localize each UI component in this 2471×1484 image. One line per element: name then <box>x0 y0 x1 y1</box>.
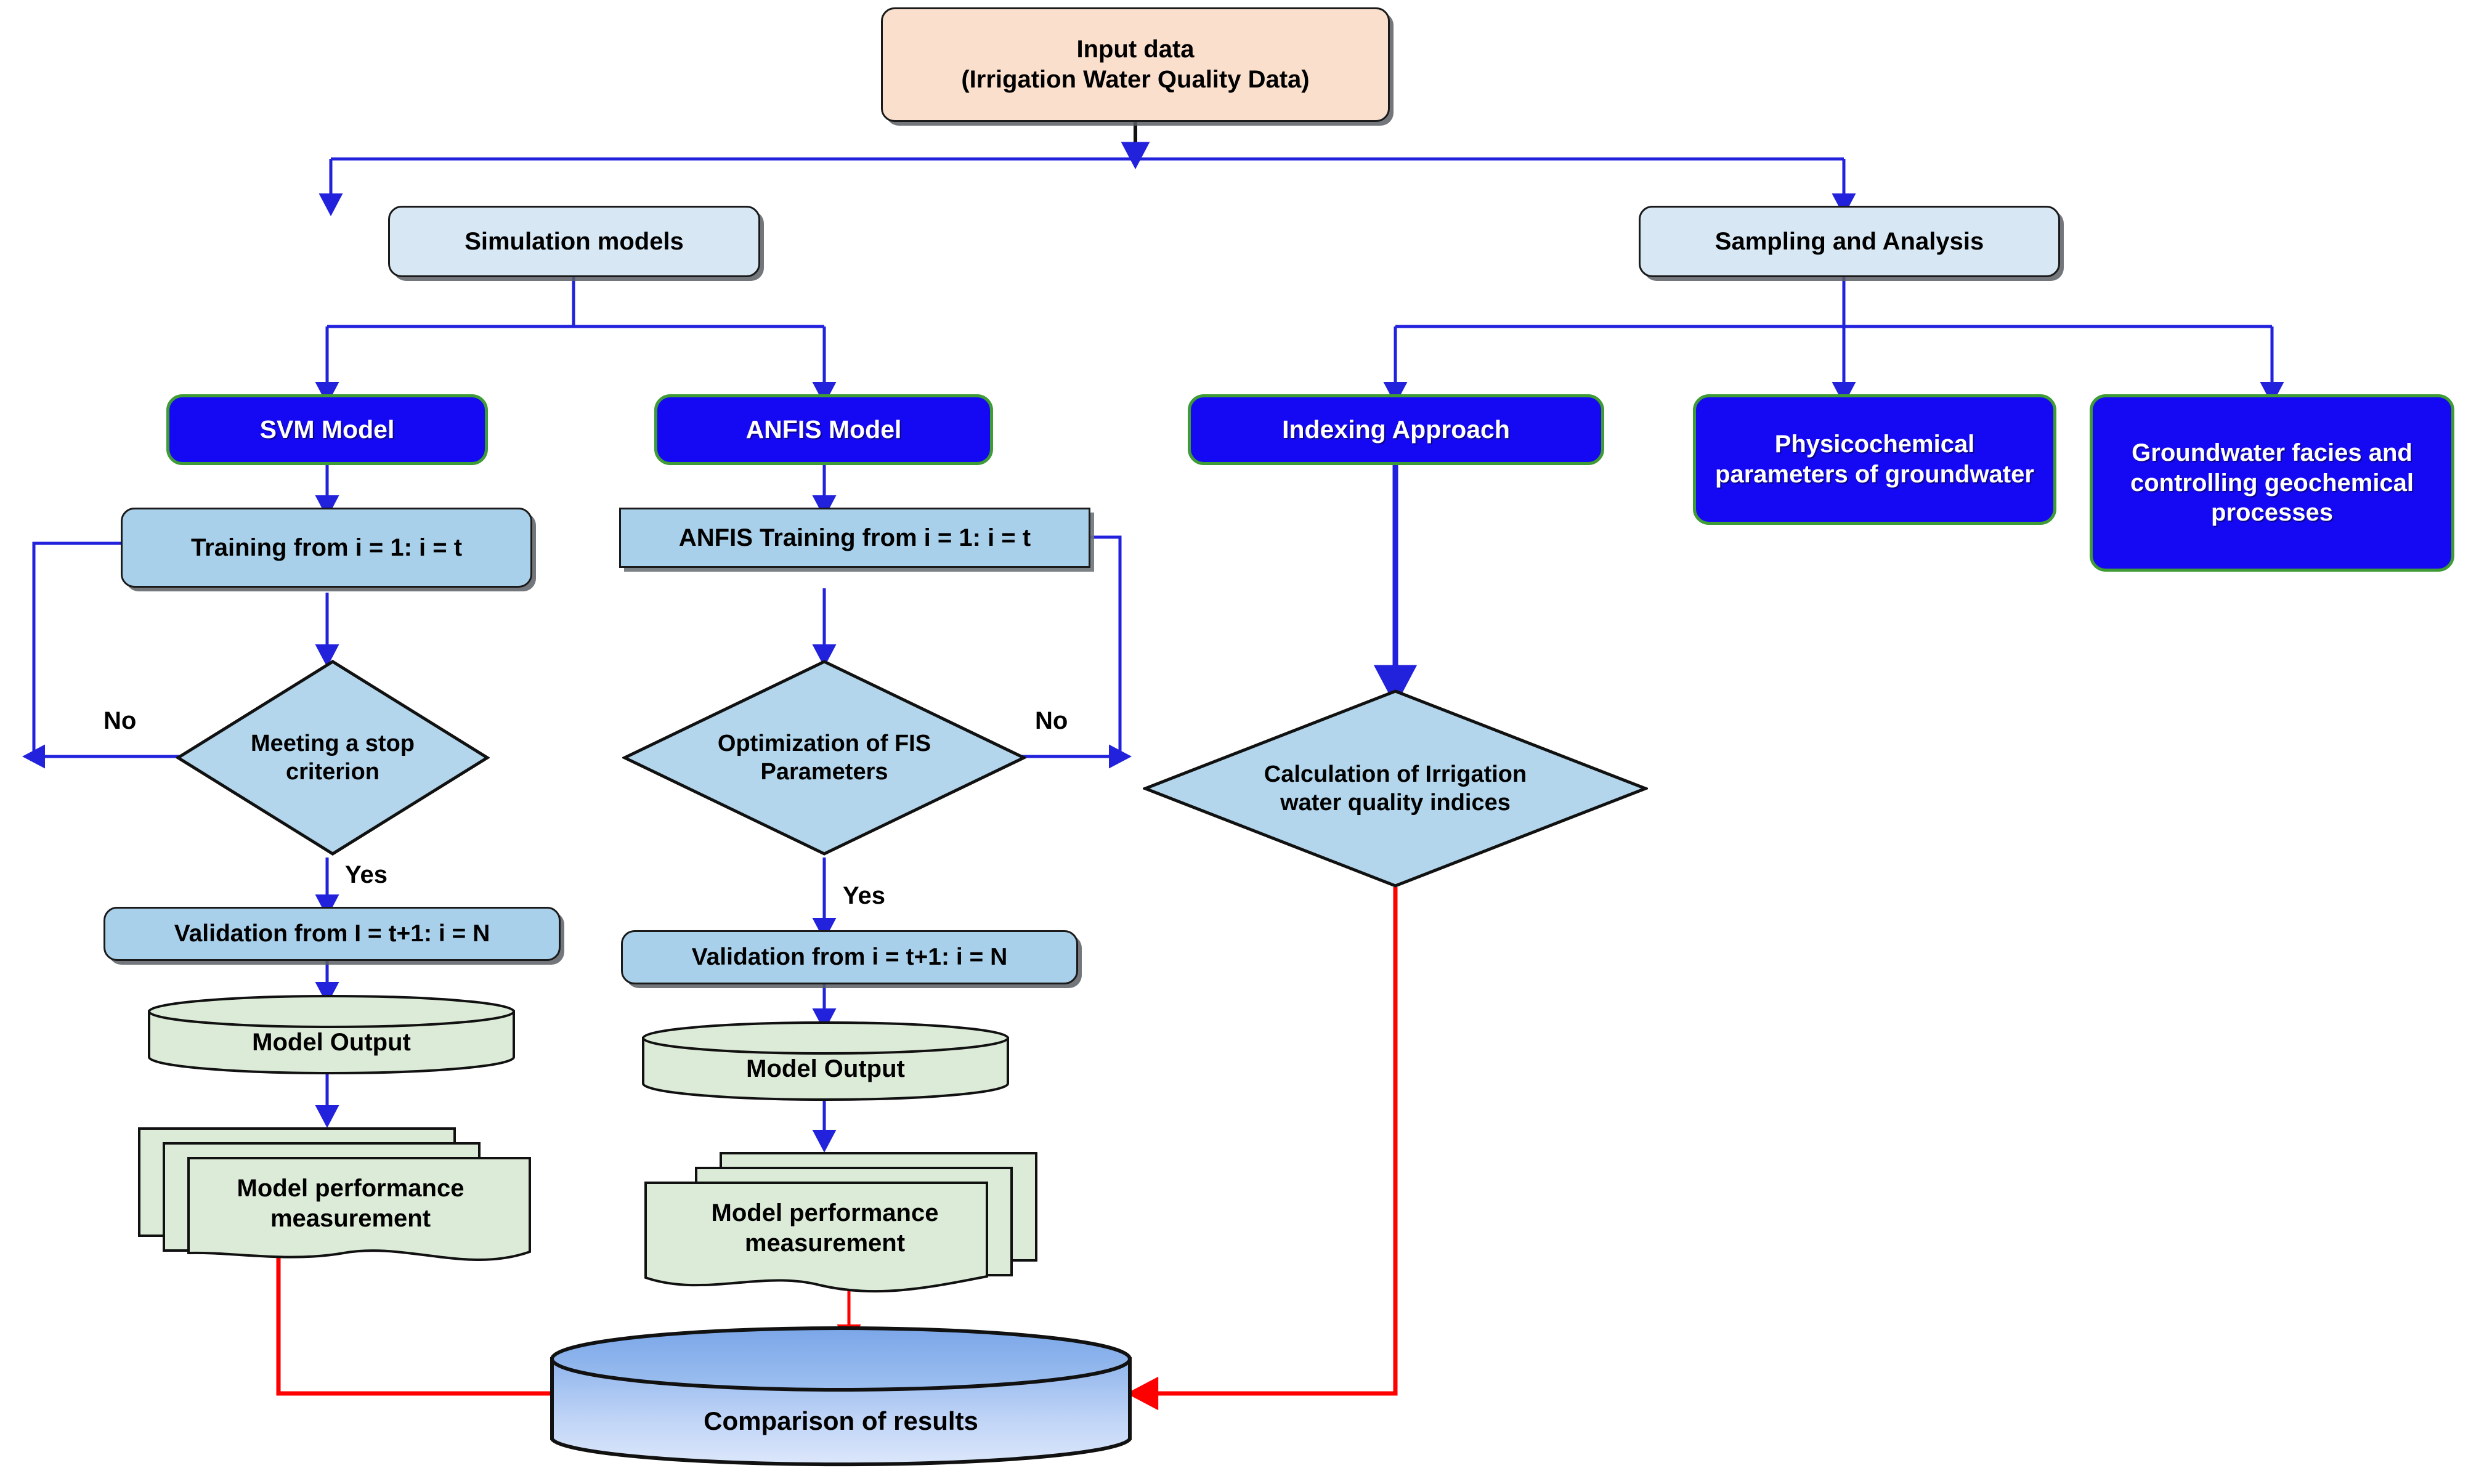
svm-validation-label: Validation from I = t+1: i = N <box>174 920 490 947</box>
comparison-label: Comparison of results <box>704 1406 978 1436</box>
document-stack-shape <box>138 1127 531 1262</box>
anfis-model-label: ANFIS Model <box>745 415 902 444</box>
sampling-analysis-label: Sampling and Analysis <box>1714 227 1984 255</box>
stop-criterion-line2: criterion <box>285 759 380 785</box>
node-input-data[interactable]: Input data (Irrigation Water Quality Dat… <box>881 7 1390 122</box>
node-stop-criterion[interactable]: Meeting a stop criterion <box>176 659 490 856</box>
svm-model-label: SVM Model <box>259 415 395 444</box>
edge-label-svm-no: No <box>103 707 137 734</box>
node-indexing-approach[interactable]: Indexing Approach <box>1188 394 1604 465</box>
edge-label-anfis-yes: Yes <box>843 882 885 909</box>
iwq-calculation-line2: water quality indices <box>1280 790 1511 816</box>
node-svm-training[interactable]: Training from i = 1: i = t <box>121 508 532 588</box>
node-anfis-validation[interactable]: Validation from i = t+1: i = N <box>621 930 1078 984</box>
simulation-models-label: Simulation models <box>465 227 684 255</box>
node-svm-model[interactable]: SVM Model <box>166 394 488 465</box>
iwq-calculation-line1: Calculation of Irrigation <box>1264 761 1527 787</box>
svm-performance-line2: measurement <box>270 1205 431 1232</box>
document-stack-shape <box>644 1152 1037 1293</box>
node-svm-performance[interactable]: Model performance measurement <box>134 1120 535 1274</box>
diamond-shape <box>1143 689 1648 888</box>
svm-training-label: Training from i = 1: i = t <box>190 533 463 561</box>
node-anfis-output[interactable]: Model Output <box>641 1021 1010 1101</box>
node-svm-output[interactable]: Model Output <box>147 994 516 1074</box>
fis-optimization-line2: Parameters <box>760 759 888 785</box>
groundwater-facies-label: Groundwater facies and controlling geoch… <box>2130 439 2414 527</box>
diamond-shape <box>622 660 1026 856</box>
input-data-line2: (Irrigation Water Quality Data) <box>961 66 1310 93</box>
node-anfis-training[interactable]: ANFIS Training from i = 1: i = t <box>619 508 1090 568</box>
input-data-line1: Input data <box>1076 36 1195 63</box>
node-physicochemical-parameters[interactable]: Physicochemical parameters of groundwate… <box>1693 394 2056 525</box>
edge-label-svm-yes: Yes <box>345 861 387 888</box>
node-comparison-of-results[interactable]: Comparison of results <box>548 1324 1134 1470</box>
anfis-validation-label: Validation from i = t+1: i = N <box>691 944 1008 971</box>
svm-output-label: Model Output <box>252 1028 411 1056</box>
stop-criterion-line1: Meeting a stop <box>250 730 415 756</box>
anfis-performance-line1: Model performance <box>711 1199 939 1227</box>
edge-label-anfis-no: No <box>1035 707 1068 734</box>
node-fis-optimization[interactable]: Optimization of FIS Parameters <box>622 659 1026 856</box>
physicochemical-label: Physicochemical parameters of groundwate… <box>1715 431 2034 488</box>
svm-performance-line1: Model performance <box>237 1175 465 1202</box>
node-anfis-model[interactable]: ANFIS Model <box>654 394 993 465</box>
node-iwq-calculation[interactable]: Calculation of Irrigation water quality … <box>1143 689 1648 888</box>
anfis-performance-line2: measurement <box>744 1230 906 1257</box>
node-sampling-and-analysis[interactable]: Sampling and Analysis <box>1639 206 2060 277</box>
indexing-approach-label: Indexing Approach <box>1282 415 1510 444</box>
node-svm-validation[interactable]: Validation from I = t+1: i = N <box>103 907 561 961</box>
anfis-output-label: Model Output <box>746 1055 905 1082</box>
cylinder-shape <box>642 1021 1009 1101</box>
node-anfis-performance[interactable]: Model performance measurement <box>641 1145 1041 1299</box>
anfis-training-label: ANFIS Training from i = 1: i = t <box>678 524 1031 551</box>
node-simulation-models[interactable]: Simulation models <box>388 206 760 277</box>
fis-optimization-line1: Optimization of FIS <box>717 730 931 756</box>
cylinder-shape <box>148 995 515 1074</box>
node-groundwater-facies[interactable]: Groundwater facies and controlling geoch… <box>2090 394 2454 572</box>
